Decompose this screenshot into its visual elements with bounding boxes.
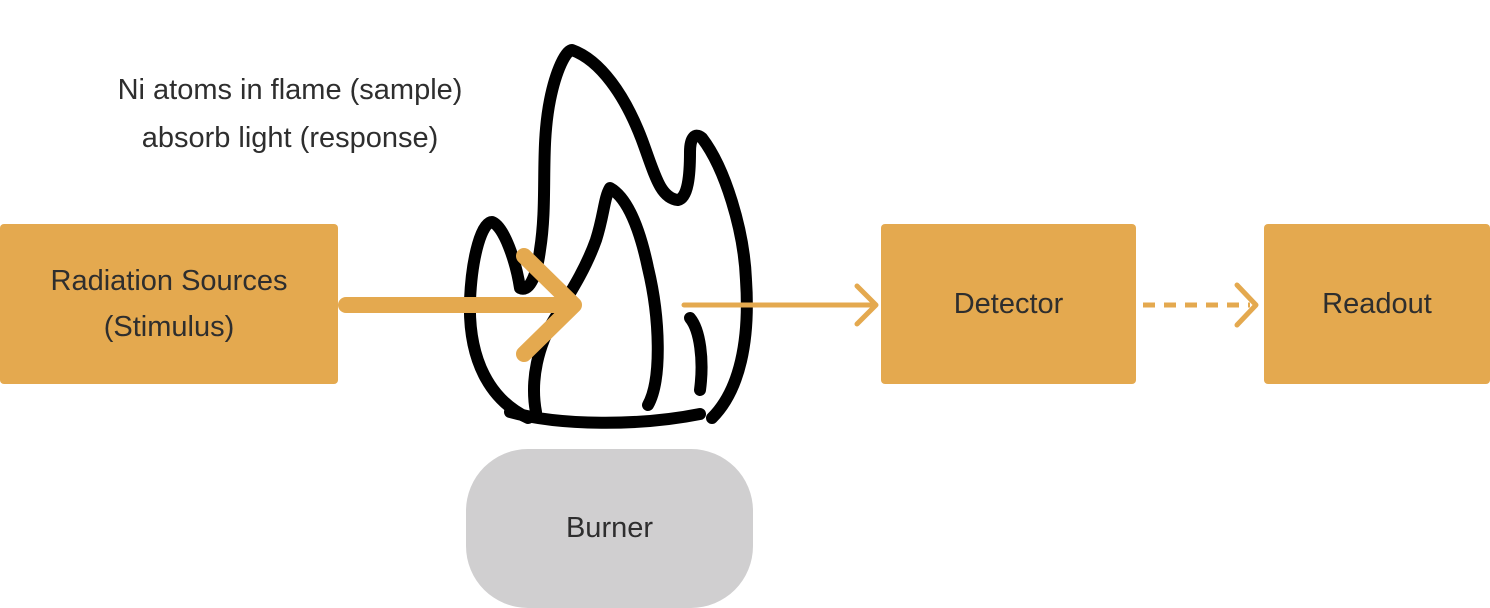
radiation-sources-box: Radiation Sources (Stimulus) [0, 224, 338, 384]
burner-block: Burner [466, 449, 753, 608]
flame-right-tongue [684, 312, 708, 396]
arrow-detector-to-readout [1143, 282, 1259, 328]
readout-label: Readout [1322, 288, 1432, 320]
sample-annotation: Ni atoms in flame (sample) absorb light … [60, 66, 520, 162]
detector-box: Detector [881, 224, 1136, 384]
flame-base [504, 406, 706, 429]
annotation-line-1: Ni atoms in flame (sample) [117, 74, 463, 106]
stimulus-label: (Stimulus) [103, 311, 235, 343]
arrow-source-to-flame [338, 248, 582, 362]
arrow-flame-to-detector [681, 283, 879, 327]
readout-box: Readout [1264, 224, 1490, 384]
radiation-sources-label: Radiation Sources [50, 265, 288, 297]
flame-outer-outline [463, 44, 753, 424]
annotation-line-2: absorb light (response) [141, 122, 439, 154]
flame-icon [463, 44, 753, 429]
burner-label: Burner [565, 512, 654, 544]
detector-label: Detector [953, 288, 1064, 320]
